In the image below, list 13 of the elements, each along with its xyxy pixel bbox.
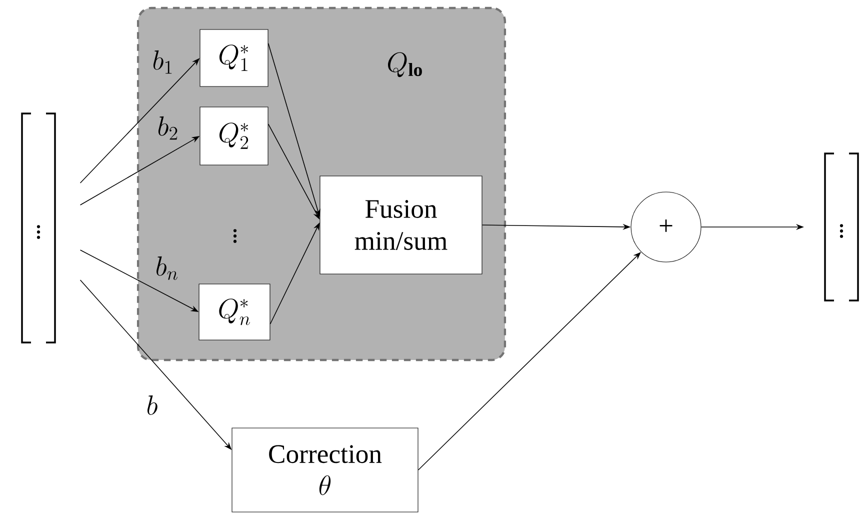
process-box: Fusion min/sum: [320, 176, 482, 274]
process-box: Correction $\theta$: [232, 428, 418, 512]
edge-label: $b_n$: [156, 256, 178, 280]
edge-label: $b_1$: [153, 50, 172, 74]
vector-bracket: $\vdots$: [824, 152, 859, 302]
edge-label: $b$: [147, 395, 158, 415]
group-title: $Q_{\mathbf{lo}}$: [388, 52, 422, 78]
process-box: $Q_2^*$: [200, 106, 268, 166]
vector-bracket: $\vdots$: [21, 112, 56, 344]
edge-label: $b_2$: [158, 116, 178, 140]
ellipsis: $\vdots$: [233, 229, 237, 243]
process-box: $Q_1^*$: [200, 29, 268, 87]
process-box: $Q_n^*$: [198, 284, 270, 340]
